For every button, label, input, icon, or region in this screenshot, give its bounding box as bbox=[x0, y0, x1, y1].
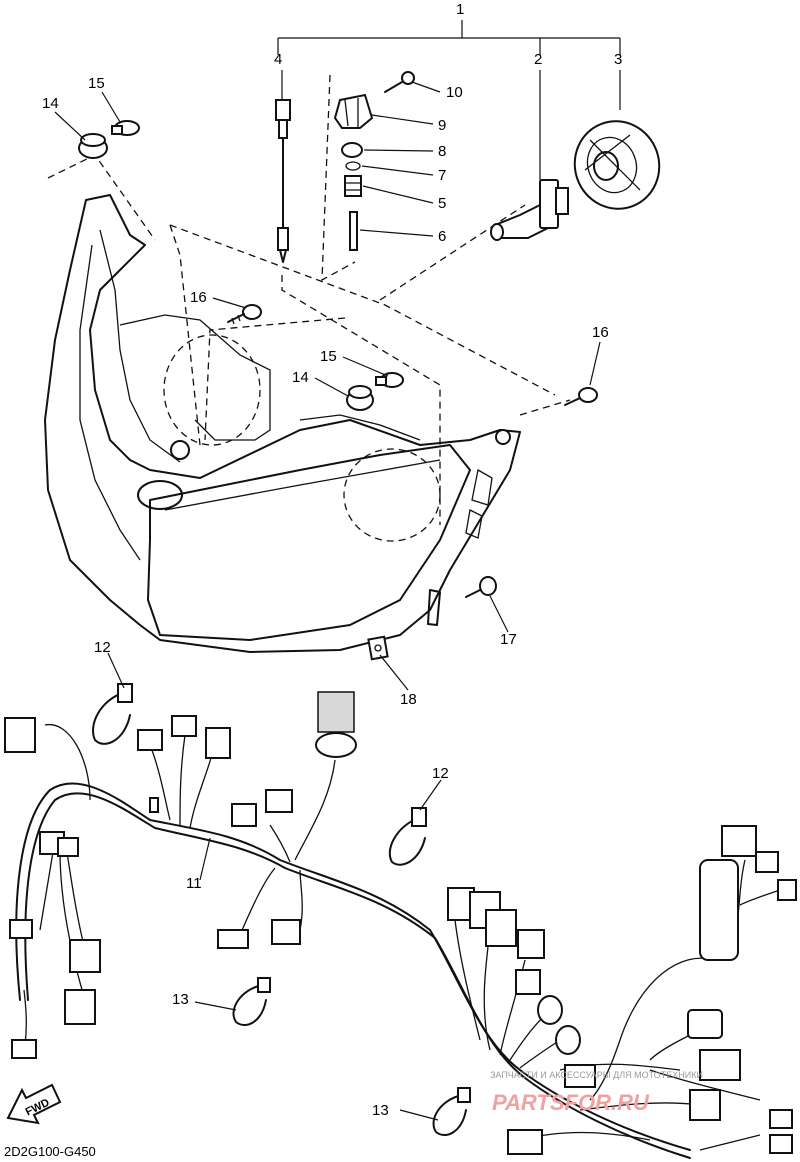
fwd-arrow: FWD bbox=[6, 1083, 62, 1125]
callout-9: 9 bbox=[438, 117, 446, 134]
callout-4: 4 bbox=[274, 51, 282, 68]
callout-11: 11 bbox=[186, 875, 202, 892]
callout-14-top: 14 bbox=[42, 95, 59, 112]
part-grommet-mid bbox=[346, 372, 404, 411]
callout-6: 6 bbox=[438, 228, 446, 245]
callout-5: 5 bbox=[438, 195, 446, 212]
callout-18: 18 bbox=[400, 691, 417, 708]
wire-harness bbox=[15, 724, 781, 1159]
watermark-subtext: ЗАПЧАСТИ И АКСЕССУАРЫ ДЛЯ МОТОТЕХНИКИ bbox=[490, 1070, 703, 1080]
callout-16-right: 16 bbox=[592, 324, 609, 341]
callout-10: 10 bbox=[446, 84, 463, 101]
part-screw-16 bbox=[227, 304, 598, 406]
part-adjuster-stack bbox=[333, 71, 415, 251]
callout-15-top: 15 bbox=[88, 75, 105, 92]
callout-12-right: 12 bbox=[432, 765, 449, 782]
callout-14-mid: 14 bbox=[292, 369, 309, 386]
part-clamp-12 bbox=[92, 683, 427, 866]
callout-12-left: 12 bbox=[94, 639, 111, 656]
callout-16-left: 16 bbox=[190, 289, 207, 306]
callout-1: 1 bbox=[456, 1, 464, 18]
watermark: ЗАПЧАСТИ И АКСЕССУАРЫ ДЛЯ МОТОТЕХНИКИ PA… bbox=[490, 1070, 703, 1115]
callout-13-right: 13 bbox=[372, 1102, 389, 1119]
assembly-bracket-1 bbox=[277, 20, 621, 180]
callout-7: 7 bbox=[438, 167, 446, 184]
callout-2: 2 bbox=[534, 51, 542, 68]
part-adjuster-rod bbox=[275, 99, 291, 263]
callout-8: 8 bbox=[438, 143, 446, 160]
projection-lines bbox=[47, 74, 571, 542]
callout-15-mid: 15 bbox=[320, 348, 337, 365]
callout-labels: 1 2 3 4 5 6 7 8 9 10 11 12 12 13 13 14 1… bbox=[42, 1, 622, 1119]
headlight-housing bbox=[44, 194, 521, 653]
part-bulb bbox=[490, 179, 569, 241]
leader-lines bbox=[54, 81, 601, 1121]
watermark-text: PARTSFOR.RU bbox=[492, 1090, 650, 1115]
part-screw-17 bbox=[367, 576, 497, 661]
callout-17: 17 bbox=[500, 631, 517, 648]
part-bulb-cover bbox=[573, 120, 661, 210]
harness-connectors bbox=[4, 691, 797, 1155]
diagram-code: 2D2G100-G450 bbox=[4, 1144, 96, 1159]
callout-13-left: 13 bbox=[172, 991, 189, 1008]
callout-3: 3 bbox=[614, 51, 622, 68]
part-grommet-top bbox=[78, 120, 140, 159]
part-band-13 bbox=[232, 977, 471, 1137]
